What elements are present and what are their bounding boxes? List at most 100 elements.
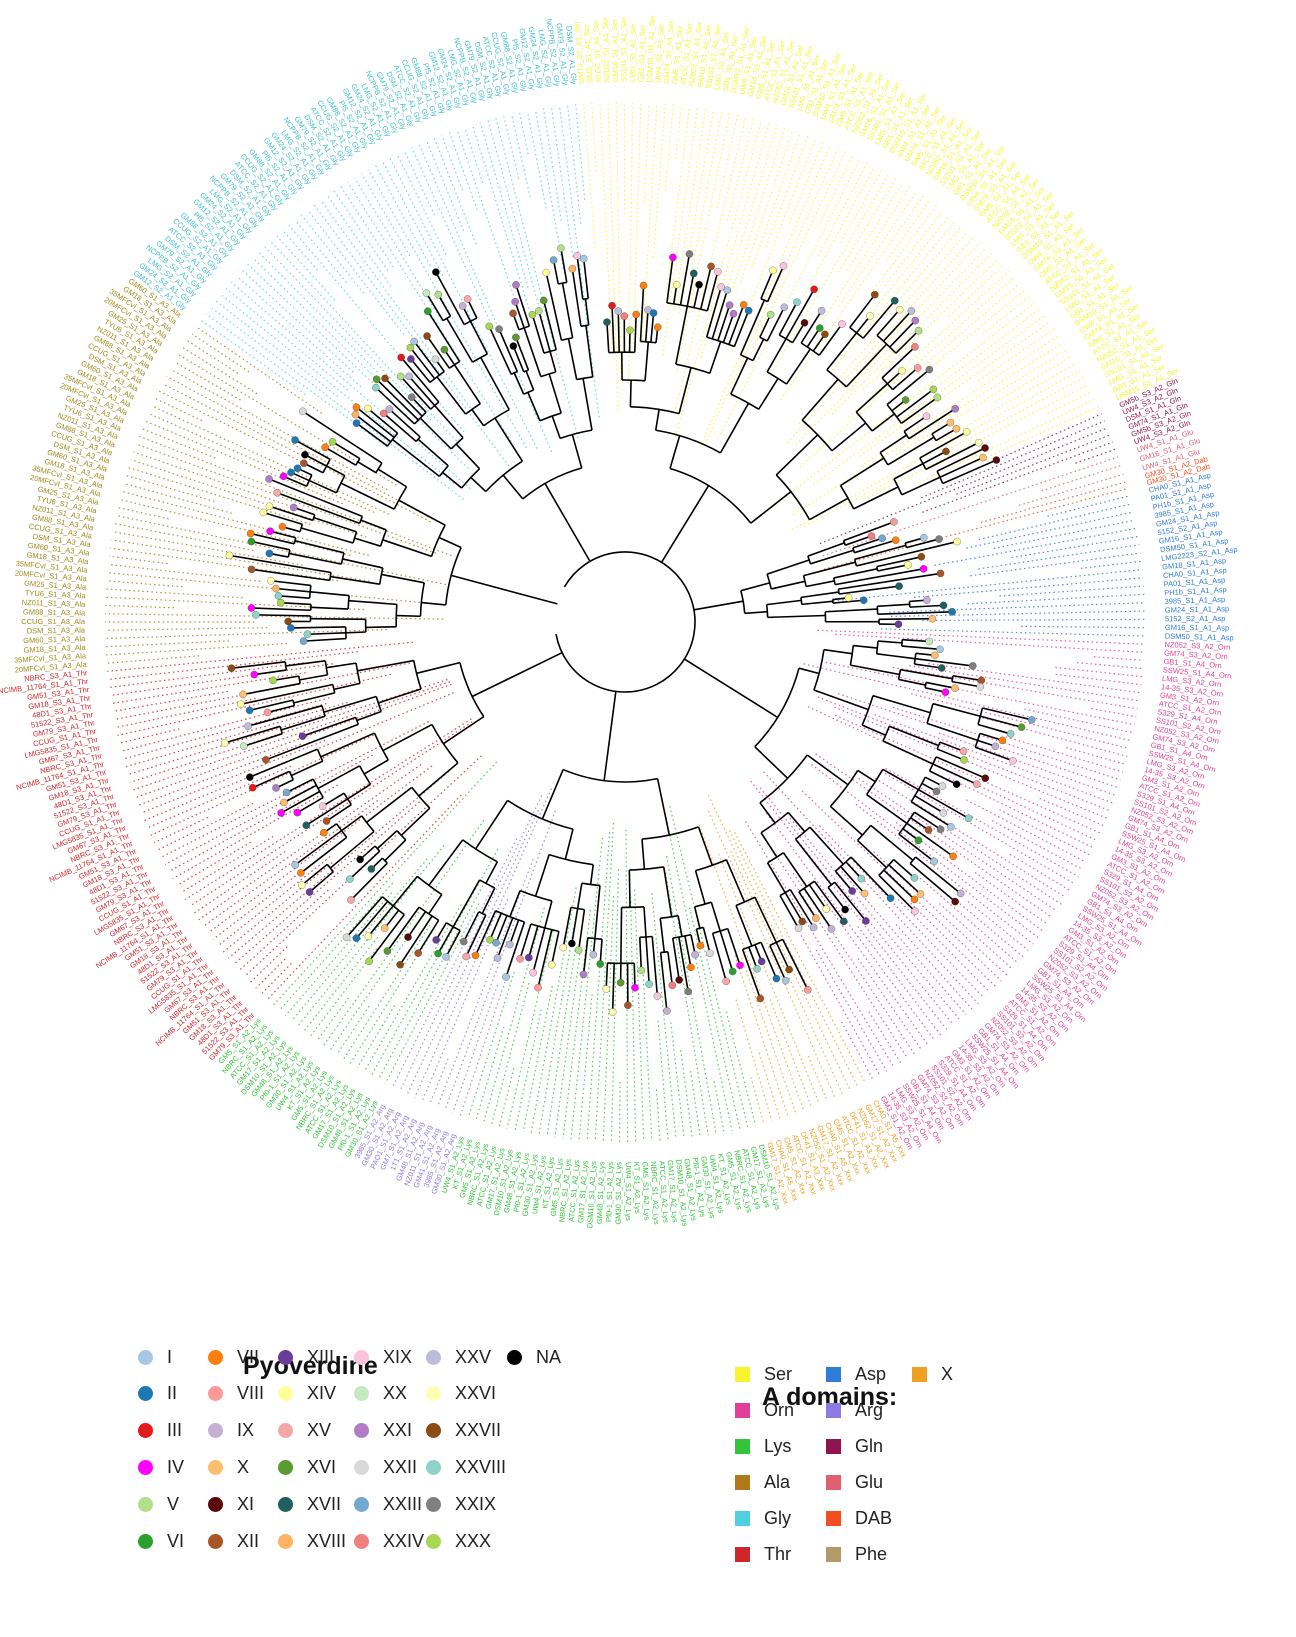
sector-guide-line — [818, 825, 985, 999]
tip-marker — [458, 302, 467, 310]
tree-branch — [852, 537, 883, 549]
pyoverdine-legend-item: XIV — [278, 1381, 336, 1405]
tree-branch — [878, 617, 933, 621]
sector-guide-line — [607, 102, 619, 411]
sector-guide-line — [848, 270, 1010, 418]
sector-guide-line — [632, 102, 642, 344]
tree-branch — [675, 306, 689, 365]
tree-branch — [455, 443, 481, 470]
tree-branch — [310, 591, 350, 597]
sector-guide-line — [266, 794, 462, 1000]
sector-guide-line — [583, 103, 596, 249]
tree-branch — [271, 561, 332, 574]
tree-branch — [543, 900, 553, 929]
tip-marker — [951, 897, 959, 906]
sector-guide-line — [966, 799, 1087, 863]
tip-marker — [352, 403, 361, 412]
tip-marker — [878, 534, 886, 543]
tree-branch — [489, 912, 502, 941]
legend-label: Lys — [764, 1435, 792, 1456]
sector-guide-line — [974, 871, 1049, 926]
sector-guide-line — [119, 728, 180, 744]
legend-color-dot — [354, 1459, 369, 1475]
sector-guide-line — [153, 816, 209, 844]
tip-marker — [529, 968, 537, 977]
tree-branch — [291, 760, 324, 777]
tree-branch — [829, 805, 863, 836]
tree-branch — [883, 572, 941, 583]
pyoverdine-legend-item: V — [138, 1492, 179, 1516]
tree-arc — [641, 826, 699, 840]
sector-guide-line — [874, 714, 1113, 804]
tip-marker — [608, 301, 616, 310]
tree-arc — [347, 595, 350, 610]
tree-arc — [558, 281, 567, 285]
sector-guide-line — [666, 105, 691, 289]
tree-branch — [893, 462, 924, 480]
tip-marker — [914, 326, 923, 335]
tree-branch — [582, 937, 589, 975]
a-domain-legend-item: Orn — [735, 1398, 794, 1422]
tree-branch — [252, 770, 290, 789]
tree-branch — [951, 680, 981, 688]
tree-branch — [876, 556, 922, 568]
tree-arc — [445, 922, 461, 932]
tip-marker — [769, 266, 777, 275]
tree-branch — [711, 933, 727, 982]
tree-branch — [396, 614, 421, 618]
tree-branch — [288, 552, 342, 565]
tree-branch — [878, 874, 916, 912]
tree-branch — [667, 951, 674, 986]
tree-branch — [300, 527, 354, 544]
tree-arc — [570, 906, 585, 911]
sector-guide-line — [728, 830, 859, 1088]
tree-branch — [582, 258, 590, 299]
tree-arc — [324, 660, 329, 676]
tree-branch — [474, 799, 509, 850]
tree-branch — [498, 328, 519, 372]
sector-guide-line — [1005, 736, 1124, 773]
tree-arc — [712, 927, 729, 935]
pyoverdine-legend-item: IX — [208, 1418, 254, 1442]
tip-marker — [246, 529, 255, 538]
sector-guide-line — [225, 287, 349, 391]
tip-marker — [936, 569, 945, 578]
tree-branch — [787, 811, 806, 833]
pyoverdine-legend-item: XXIV — [354, 1529, 424, 1553]
tree-branch — [754, 896, 778, 943]
tree-branch — [834, 578, 866, 586]
tree-branch — [528, 925, 539, 958]
tip-marker — [502, 973, 510, 981]
tree-branch — [877, 611, 931, 615]
sector-guide-line — [751, 132, 801, 269]
tip-marker — [841, 905, 849, 914]
sector-guide-line — [426, 141, 465, 232]
legend-color-dot — [208, 1459, 223, 1475]
sector-guide-line — [913, 577, 1144, 598]
sector-guide-line — [817, 154, 854, 227]
tree-branch — [845, 861, 862, 880]
sector-guide-line — [884, 210, 944, 287]
tree-branch — [939, 456, 984, 479]
legend-label: VI — [167, 1530, 185, 1551]
sector-guide-line — [125, 701, 348, 768]
sector-guide-line — [382, 161, 444, 276]
sector-guide-line — [750, 780, 948, 1031]
tip-marker — [248, 783, 257, 792]
sector-guide-line — [158, 390, 302, 463]
tree-branch — [754, 746, 789, 779]
tree-branch — [242, 682, 301, 696]
tree-branch — [470, 476, 487, 493]
tree-branch — [709, 341, 722, 374]
tree-arc — [878, 859, 895, 876]
tree-branch — [247, 713, 292, 727]
tip-marker — [404, 933, 412, 941]
sector-guide-line — [610, 869, 620, 1142]
tip-marker — [840, 917, 848, 926]
sector-guide-line — [210, 306, 465, 500]
sector-guide-line — [1055, 673, 1142, 686]
tip-marker — [424, 307, 432, 315]
tree-branch — [229, 554, 273, 564]
tip-label: GB1_S1_A1_Ser — [636, 24, 647, 82]
tree-branch — [834, 870, 853, 892]
